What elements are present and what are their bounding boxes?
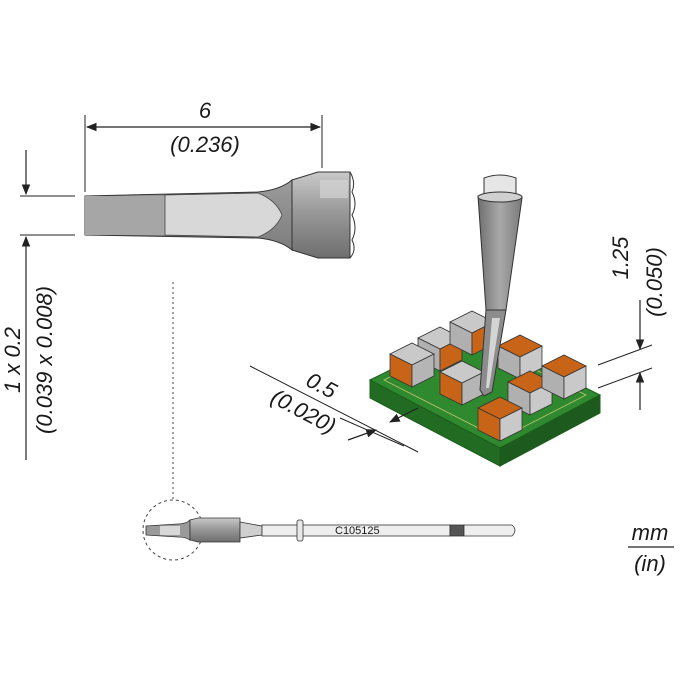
overview-end xyxy=(463,524,516,537)
tip-shaft-top xyxy=(483,174,517,197)
smd-components xyxy=(389,310,587,442)
gap-arrow-a xyxy=(347,429,378,441)
units-primary-label: mm xyxy=(632,520,669,545)
pcb-side-right xyxy=(499,394,601,467)
gap-arrow-b xyxy=(389,407,419,423)
tip-flat-face xyxy=(164,192,283,238)
gap-mm-label: 0.5 xyxy=(302,367,341,404)
gap-extension-a xyxy=(249,365,419,453)
tip-size-mm-label: 1 x 0.2 xyxy=(0,327,25,393)
soldering-tip-iso xyxy=(477,174,523,397)
tip-tinned-area xyxy=(85,196,165,235)
units-secondary-label: (in) xyxy=(634,551,666,576)
length-in-label: (0.236) xyxy=(170,132,240,157)
overview-ring xyxy=(296,519,304,542)
tip-detail-view: 6 (0.236) 1 x 0.2 (0.039 x 0.008) xyxy=(0,98,356,502)
part-number-label: C105125 xyxy=(335,525,380,537)
height-in-label: (0.050) xyxy=(642,247,667,317)
height-mm-label: 1.25 xyxy=(608,236,633,280)
tip-overview: C105125 xyxy=(142,499,516,561)
overview-neck xyxy=(239,521,263,539)
length-mm-label: 6 xyxy=(199,98,212,123)
tip-shaft-body xyxy=(477,195,523,311)
tip-broken-edge xyxy=(349,171,356,259)
units-legend: mm (in) xyxy=(628,520,674,576)
overview-collar xyxy=(189,517,241,543)
height-extension-top xyxy=(597,344,653,366)
tip-size-in-label: (0.039 x 0.008) xyxy=(32,286,57,434)
height-extension-bottom xyxy=(597,367,653,389)
overview-dark-band xyxy=(449,524,465,537)
tip-collar-highlight xyxy=(320,180,348,198)
application-illustration: 1.25 (0.050) 0.5 (0.020) xyxy=(249,174,667,467)
